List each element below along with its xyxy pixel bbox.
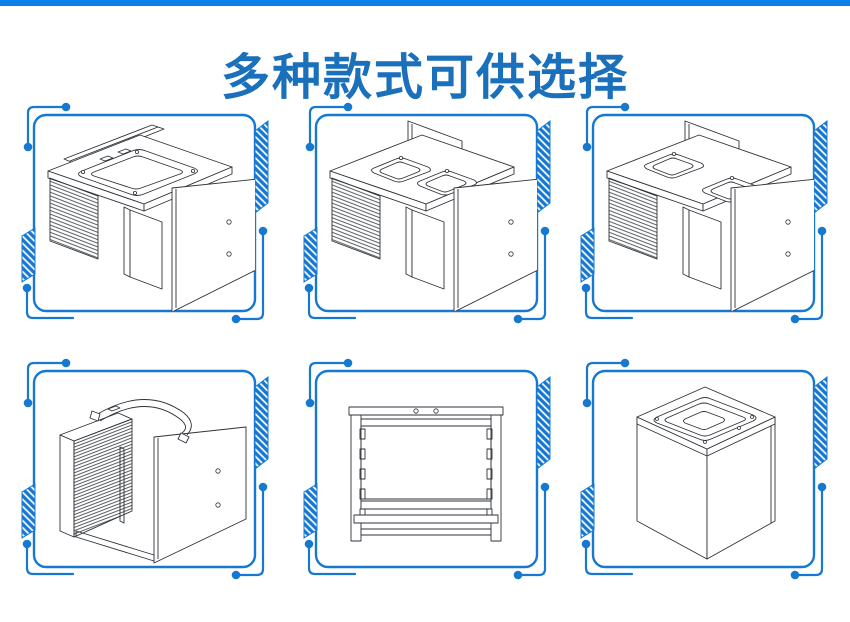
style-card-5 bbox=[284, 355, 554, 587]
heatsink-stepped-trays-isometric-icon bbox=[606, 120, 814, 311]
heatsink-two-trays-isometric-icon bbox=[329, 120, 537, 311]
style-card-3 bbox=[561, 99, 831, 331]
chassis-front-view-icon bbox=[348, 406, 504, 542]
heatsink-single-tray-isometric-icon bbox=[47, 124, 255, 311]
top-accent-bar bbox=[0, 0, 850, 6]
page-title: 多种款式可供选择 bbox=[220, 50, 629, 105]
style-card-4 bbox=[2, 355, 272, 587]
heatsink-heat-pipe-clamp-isometric-icon bbox=[59, 399, 247, 564]
style-card-2 bbox=[284, 99, 554, 331]
style-card-6 bbox=[561, 355, 831, 587]
enclosure-box-isometric-icon bbox=[636, 386, 776, 560]
style-card-1 bbox=[2, 99, 272, 331]
